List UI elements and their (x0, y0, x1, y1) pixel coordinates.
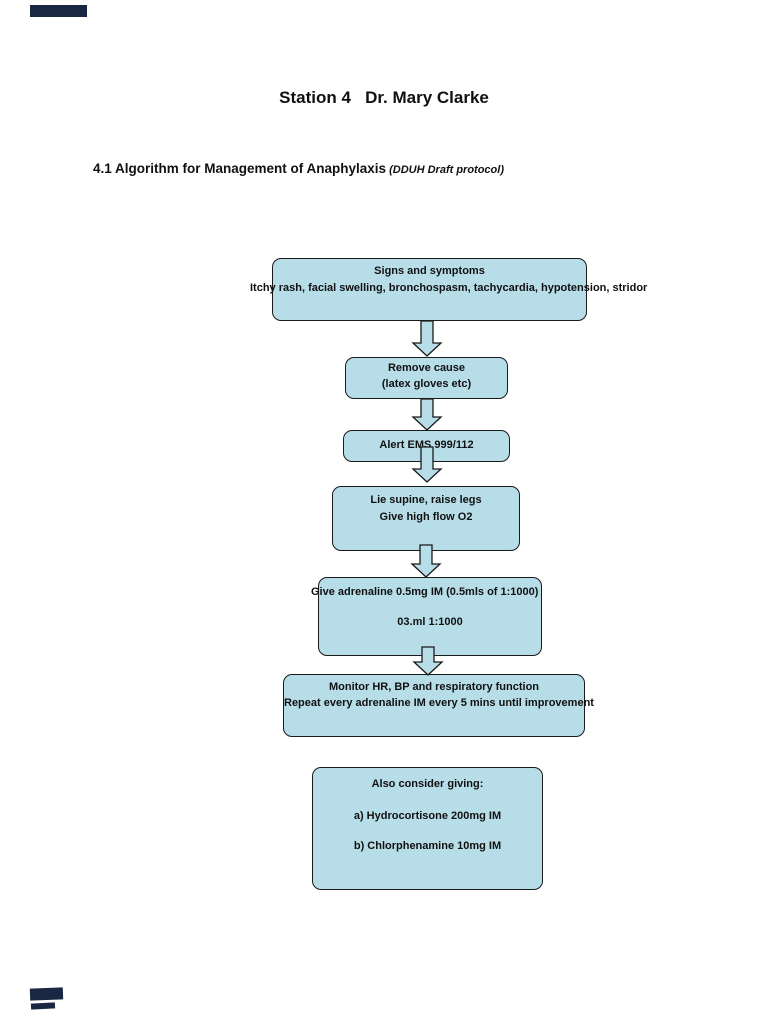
corner-mark-bottom-left (29, 987, 64, 1001)
down-arrow-icon (410, 544, 442, 578)
corner-mark-top-left (30, 5, 87, 17)
flow-node-monitor: Monitor HR, BP and respiratory function … (283, 674, 594, 737)
corner-mark-bottom-left-small (30, 1002, 56, 1010)
down-arrow-icon (411, 320, 443, 357)
section-heading-text: 4.1 Algorithm for Management of Anaphyla… (93, 161, 387, 176)
flow-node-also-consider: Also consider giving: a) Hydrocortisone … (312, 767, 543, 890)
flow-node-line: b) Chlorphenamine 10mg IM (353, 840, 502, 852)
section-heading-note: (DDUH Draft protocol) (389, 164, 504, 176)
flow-node-line: Signs and symptoms (374, 265, 485, 277)
flow-node-line: Give adrenaline 0.5mg IM (0.5mls of 1:10… (311, 586, 539, 598)
down-arrow-icon (412, 646, 444, 676)
flow-node-line: (latex gloves etc) (381, 378, 472, 390)
down-arrow-icon (411, 398, 443, 431)
flow-node-remove-cause: Remove cause (latex gloves etc) (345, 357, 508, 399)
flow-node-line: Give high flow O2 (379, 511, 473, 523)
flow-node-line: 03.ml 1:1000 (397, 616, 463, 628)
page-title: Station 4 Dr. Mary Clarke (279, 88, 489, 107)
flow-node-line: Repeat every adrenaline IM every 5 mins … (284, 697, 594, 709)
flow-node-lie-supine: Lie supine, raise legs Give high flow O2 (332, 486, 520, 551)
flow-node-line: Itchy rash, facial swelling, bronchospas… (250, 282, 648, 294)
flow-node-line: a) Hydrocortisone 200mg IM (353, 810, 502, 822)
flow-node-line: Monitor HR, BP and respiratory function (328, 681, 540, 693)
flow-node-line: Alert EMS 999/112 (379, 439, 474, 451)
flow-node-signs-and-symptoms: Signs and symptoms Itchy rash, facial sw… (250, 258, 647, 321)
flow-node-line: Lie supine, raise legs (370, 494, 482, 506)
down-arrow-icon (411, 446, 443, 483)
flow-node-line: Also consider giving: (371, 778, 484, 790)
flow-node-line: Remove cause (387, 362, 466, 374)
section-heading: 4.1 Algorithm for Management of Anaphyla… (93, 161, 504, 176)
flow-node-give-adrenaline: Give adrenaline 0.5mg IM (0.5mls of 1:10… (311, 577, 542, 656)
